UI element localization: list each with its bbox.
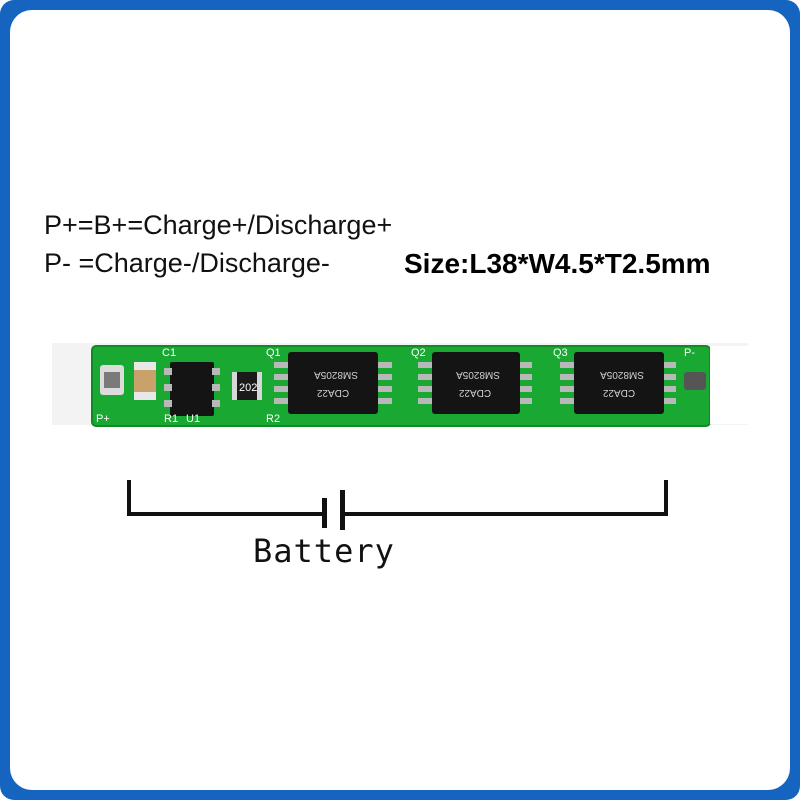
- chip-pin: [514, 362, 532, 368]
- silk-pplus: P+: [96, 413, 110, 425]
- pad-left-core: [104, 372, 120, 388]
- chip-pin: [658, 362, 676, 368]
- ic-u1-pin: [164, 400, 172, 407]
- wire-right: [342, 512, 668, 516]
- chip-pin: [274, 362, 292, 368]
- ic-u1: [170, 362, 214, 416]
- capacitor-c1-cap-top: [134, 362, 156, 370]
- chip-marking-b: CDA22: [458, 387, 491, 398]
- resistor-202-marking: 202: [239, 382, 257, 394]
- size-label: Size:L38*W4.5*T2.5mm: [404, 248, 711, 279]
- wire-left: [127, 512, 326, 516]
- resistor-202: [232, 372, 262, 400]
- chip-pin: [560, 398, 578, 404]
- ic-u1-pin: [212, 384, 220, 391]
- pad-right: [684, 372, 706, 390]
- ic-u1-pin: [212, 400, 220, 407]
- chip-pin: [418, 398, 436, 404]
- chip-pin: [418, 374, 436, 380]
- silk-c1: C1: [162, 347, 176, 359]
- chip-marking-a: SM8205A: [456, 369, 500, 380]
- chip-pin: [560, 386, 578, 392]
- battery-plate-long: [340, 490, 345, 530]
- bracket-right: [664, 480, 668, 516]
- chip-pin: [418, 386, 436, 392]
- chip-body: [574, 352, 664, 414]
- silk-r1: R1: [164, 413, 178, 425]
- chip-pin: [374, 374, 392, 380]
- silk-u1: U1: [186, 413, 200, 425]
- chip-pin: [418, 362, 436, 368]
- chip-pin: [374, 386, 392, 392]
- chip-marking-a: SM8205A: [314, 369, 358, 380]
- ic-u1-pin: [164, 368, 172, 375]
- chip-body: [288, 352, 378, 414]
- chip-pin: [658, 386, 676, 392]
- chip-pin: [560, 374, 578, 380]
- silk-r2: R2: [266, 413, 280, 425]
- silk-q3: Q3: [553, 347, 568, 359]
- chip-pin: [514, 398, 532, 404]
- battery-label: Battery: [253, 532, 395, 570]
- chip-body: [432, 352, 520, 414]
- resistor-202-end: [257, 372, 262, 400]
- chip-pin: [560, 362, 578, 368]
- chip-marking-a: SM8205A: [600, 369, 644, 380]
- mosfet-q2: SM8205A CDA22: [418, 352, 532, 414]
- board-end-right: [710, 346, 748, 424]
- bracket-left: [127, 480, 131, 516]
- terminal-label-negative: P- =Charge-/Discharge-: [44, 248, 330, 278]
- chip-pin: [274, 398, 292, 404]
- chip-marking-b: CDA22: [602, 387, 635, 398]
- chip-pin: [374, 362, 392, 368]
- chip-marking-b: CDA22: [316, 387, 349, 398]
- chip-pin: [374, 398, 392, 404]
- chip-pin: [658, 374, 676, 380]
- ic-u1-pin: [164, 384, 172, 391]
- battery-plate-short: [322, 498, 327, 528]
- mosfet-q3: SM8205A CDA22: [560, 352, 676, 414]
- capacitor-c1: [134, 362, 156, 400]
- silk-q1: Q1: [266, 347, 281, 359]
- chip-pin: [274, 374, 292, 380]
- silk-pminus: P-: [684, 347, 695, 359]
- resistor-202-end: [232, 372, 237, 400]
- chip-pin: [514, 374, 532, 380]
- battery-symbol: [127, 480, 668, 530]
- pcb-board: [92, 346, 710, 426]
- capacitor-c1-cap-bottom: [134, 392, 156, 400]
- mosfet-q1: SM8205A CDA22: [274, 352, 392, 414]
- chip-pin: [514, 386, 532, 392]
- chip-pin: [274, 386, 292, 392]
- silk-q2: Q2: [411, 347, 426, 359]
- chip-pin: [658, 398, 676, 404]
- ic-u1-pin: [212, 368, 220, 375]
- terminal-label-positive: P+=B+=Charge+/Discharge+: [44, 210, 393, 240]
